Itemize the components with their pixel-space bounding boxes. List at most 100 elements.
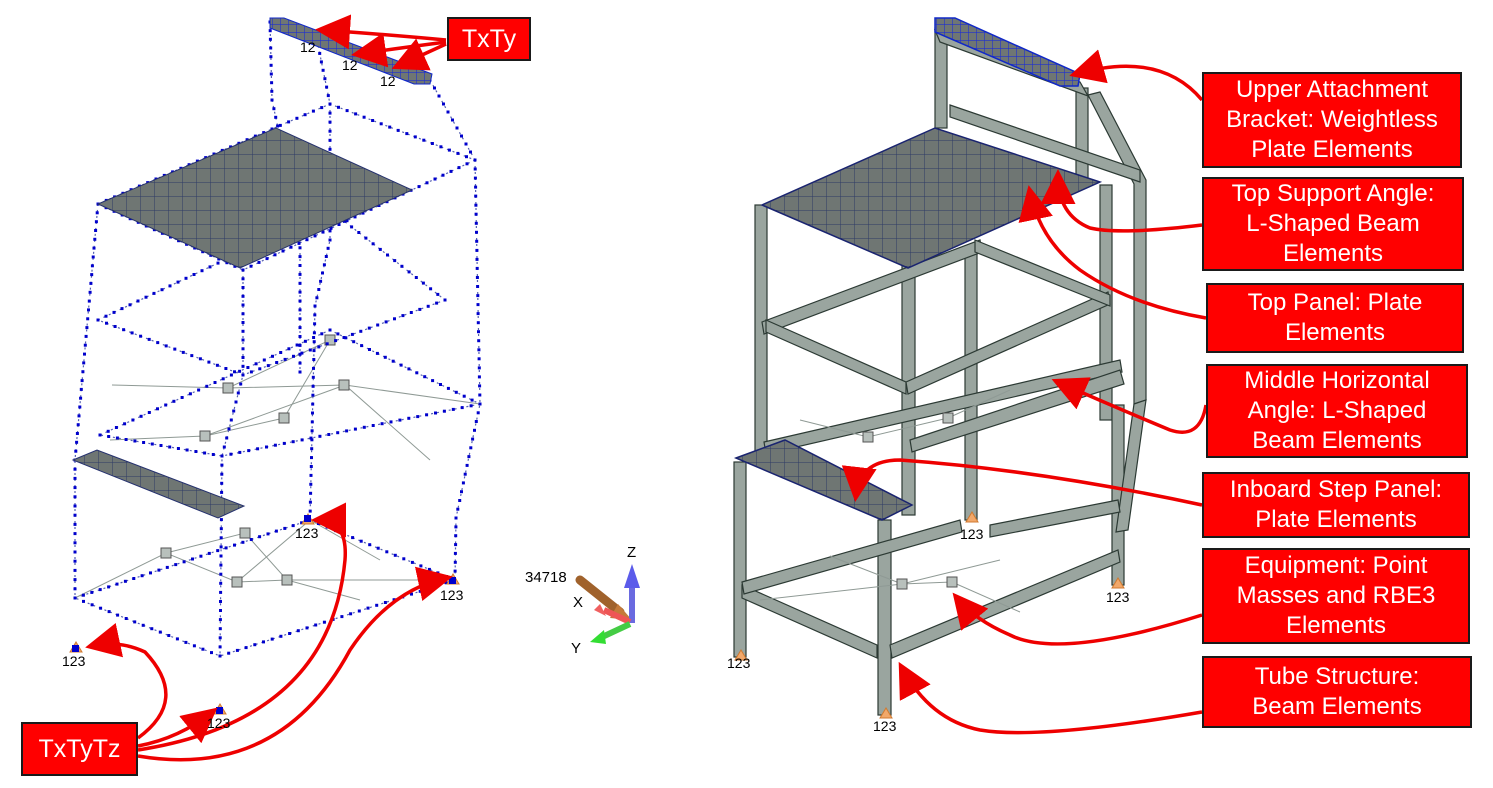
mesh-node	[298, 272, 302, 276]
mesh-node	[477, 330, 480, 334]
mesh-node	[73, 522, 77, 526]
mesh-node	[176, 280, 180, 284]
mesh-node	[336, 431, 340, 435]
triad-node-id: 34718	[525, 569, 567, 586]
mesh-node	[322, 620, 326, 624]
mesh-node	[241, 268, 245, 272]
mesh-node	[321, 230, 325, 234]
mesh-node	[227, 427, 231, 431]
mesh-node	[429, 287, 433, 291]
mesh-node	[113, 325, 117, 328]
mesh-node	[320, 106, 324, 110]
mesh-node	[150, 627, 154, 631]
mesh-node	[309, 465, 313, 468]
mesh-node	[435, 301, 439, 305]
mesh-node	[282, 441, 286, 445]
mesh-node	[327, 433, 331, 436]
mesh-node	[73, 596, 77, 600]
mesh-node	[219, 563, 223, 567]
mesh-node	[478, 402, 482, 406]
mesh-node	[147, 411, 151, 414]
mesh-node	[436, 571, 440, 575]
mesh-node	[419, 564, 423, 568]
mesh-node	[191, 557, 194, 561]
mesh-node	[375, 351, 379, 355]
mesh-node	[323, 77, 327, 81]
mesh-node	[83, 352, 86, 356]
mesh-node	[234, 400, 238, 404]
node-label-12-c: 12	[380, 73, 396, 89]
mesh-node	[81, 593, 85, 597]
mesh-node	[475, 239, 479, 243]
mesh-node	[139, 414, 143, 418]
mesh-node	[383, 601, 387, 604]
mesh-node	[345, 109, 349, 113]
node-label-123-a: 123	[62, 653, 86, 669]
mesh-node	[81, 370, 85, 374]
mesh-node	[288, 632, 292, 635]
mesh-node	[219, 609, 222, 612]
arrow-txty-1	[315, 14, 447, 50]
mesh-node-dots	[73, 20, 482, 658]
mesh-node	[270, 637, 274, 641]
mesh-node	[254, 362, 258, 366]
mesh-node	[172, 399, 176, 403]
mesh-node	[342, 219, 346, 223]
mesh-node	[328, 102, 332, 106]
mesh-node	[90, 273, 94, 277]
mesh-node	[456, 507, 460, 511]
arrow-txtytz-3	[137, 502, 347, 752]
mesh-node	[311, 109, 315, 113]
mesh-node	[176, 447, 180, 450]
mesh-node	[241, 294, 245, 298]
mesh-node	[159, 444, 163, 447]
right-top-panel	[760, 127, 1103, 269]
mesh-node	[476, 294, 480, 298]
mesh-node	[152, 291, 156, 295]
mesh-node	[393, 553, 397, 557]
arrow-tube-structure	[898, 661, 1203, 735]
mesh-node	[295, 116, 299, 120]
mesh-node	[378, 247, 382, 251]
mesh-node	[241, 364, 245, 368]
mesh-node	[199, 554, 203, 558]
mesh-node	[368, 543, 372, 547]
mesh-node	[353, 427, 357, 431]
mesh-node	[312, 331, 316, 335]
mesh-node	[87, 299, 91, 303]
mesh-node	[443, 298, 447, 302]
mesh-node	[203, 451, 207, 455]
spc-constraint-markers	[69, 513, 460, 715]
mesh-node	[283, 357, 287, 361]
mesh-node	[312, 358, 316, 361]
mesh-node	[266, 532, 270, 536]
mesh-node	[73, 532, 77, 536]
mesh-node	[477, 357, 481, 361]
mesh-node	[298, 317, 302, 321]
mesh-node	[270, 89, 274, 93]
mesh-node	[76, 423, 80, 427]
mesh-node	[313, 234, 317, 238]
mesh-node	[309, 482, 313, 486]
mesh-node	[241, 540, 245, 544]
mesh-node	[98, 588, 102, 592]
mesh-node	[87, 308, 90, 312]
mesh-node	[442, 102, 445, 106]
mesh-node	[469, 446, 473, 450]
mesh-node	[473, 158, 477, 162]
mesh-node	[460, 406, 464, 410]
mesh-node	[82, 361, 86, 365]
mesh-node	[256, 447, 260, 451]
mesh-node	[219, 600, 222, 603]
mesh-node	[345, 219, 349, 223]
mesh-node	[279, 351, 283, 354]
mesh-node	[369, 207, 373, 211]
mesh-node	[414, 276, 418, 279]
mesh-node	[311, 375, 315, 379]
mesh-node	[225, 436, 229, 440]
mesh-node	[334, 339, 338, 343]
mesh-node	[238, 450, 242, 454]
mesh-node	[73, 495, 77, 499]
mesh-node	[312, 349, 316, 353]
mesh-node	[79, 396, 83, 400]
